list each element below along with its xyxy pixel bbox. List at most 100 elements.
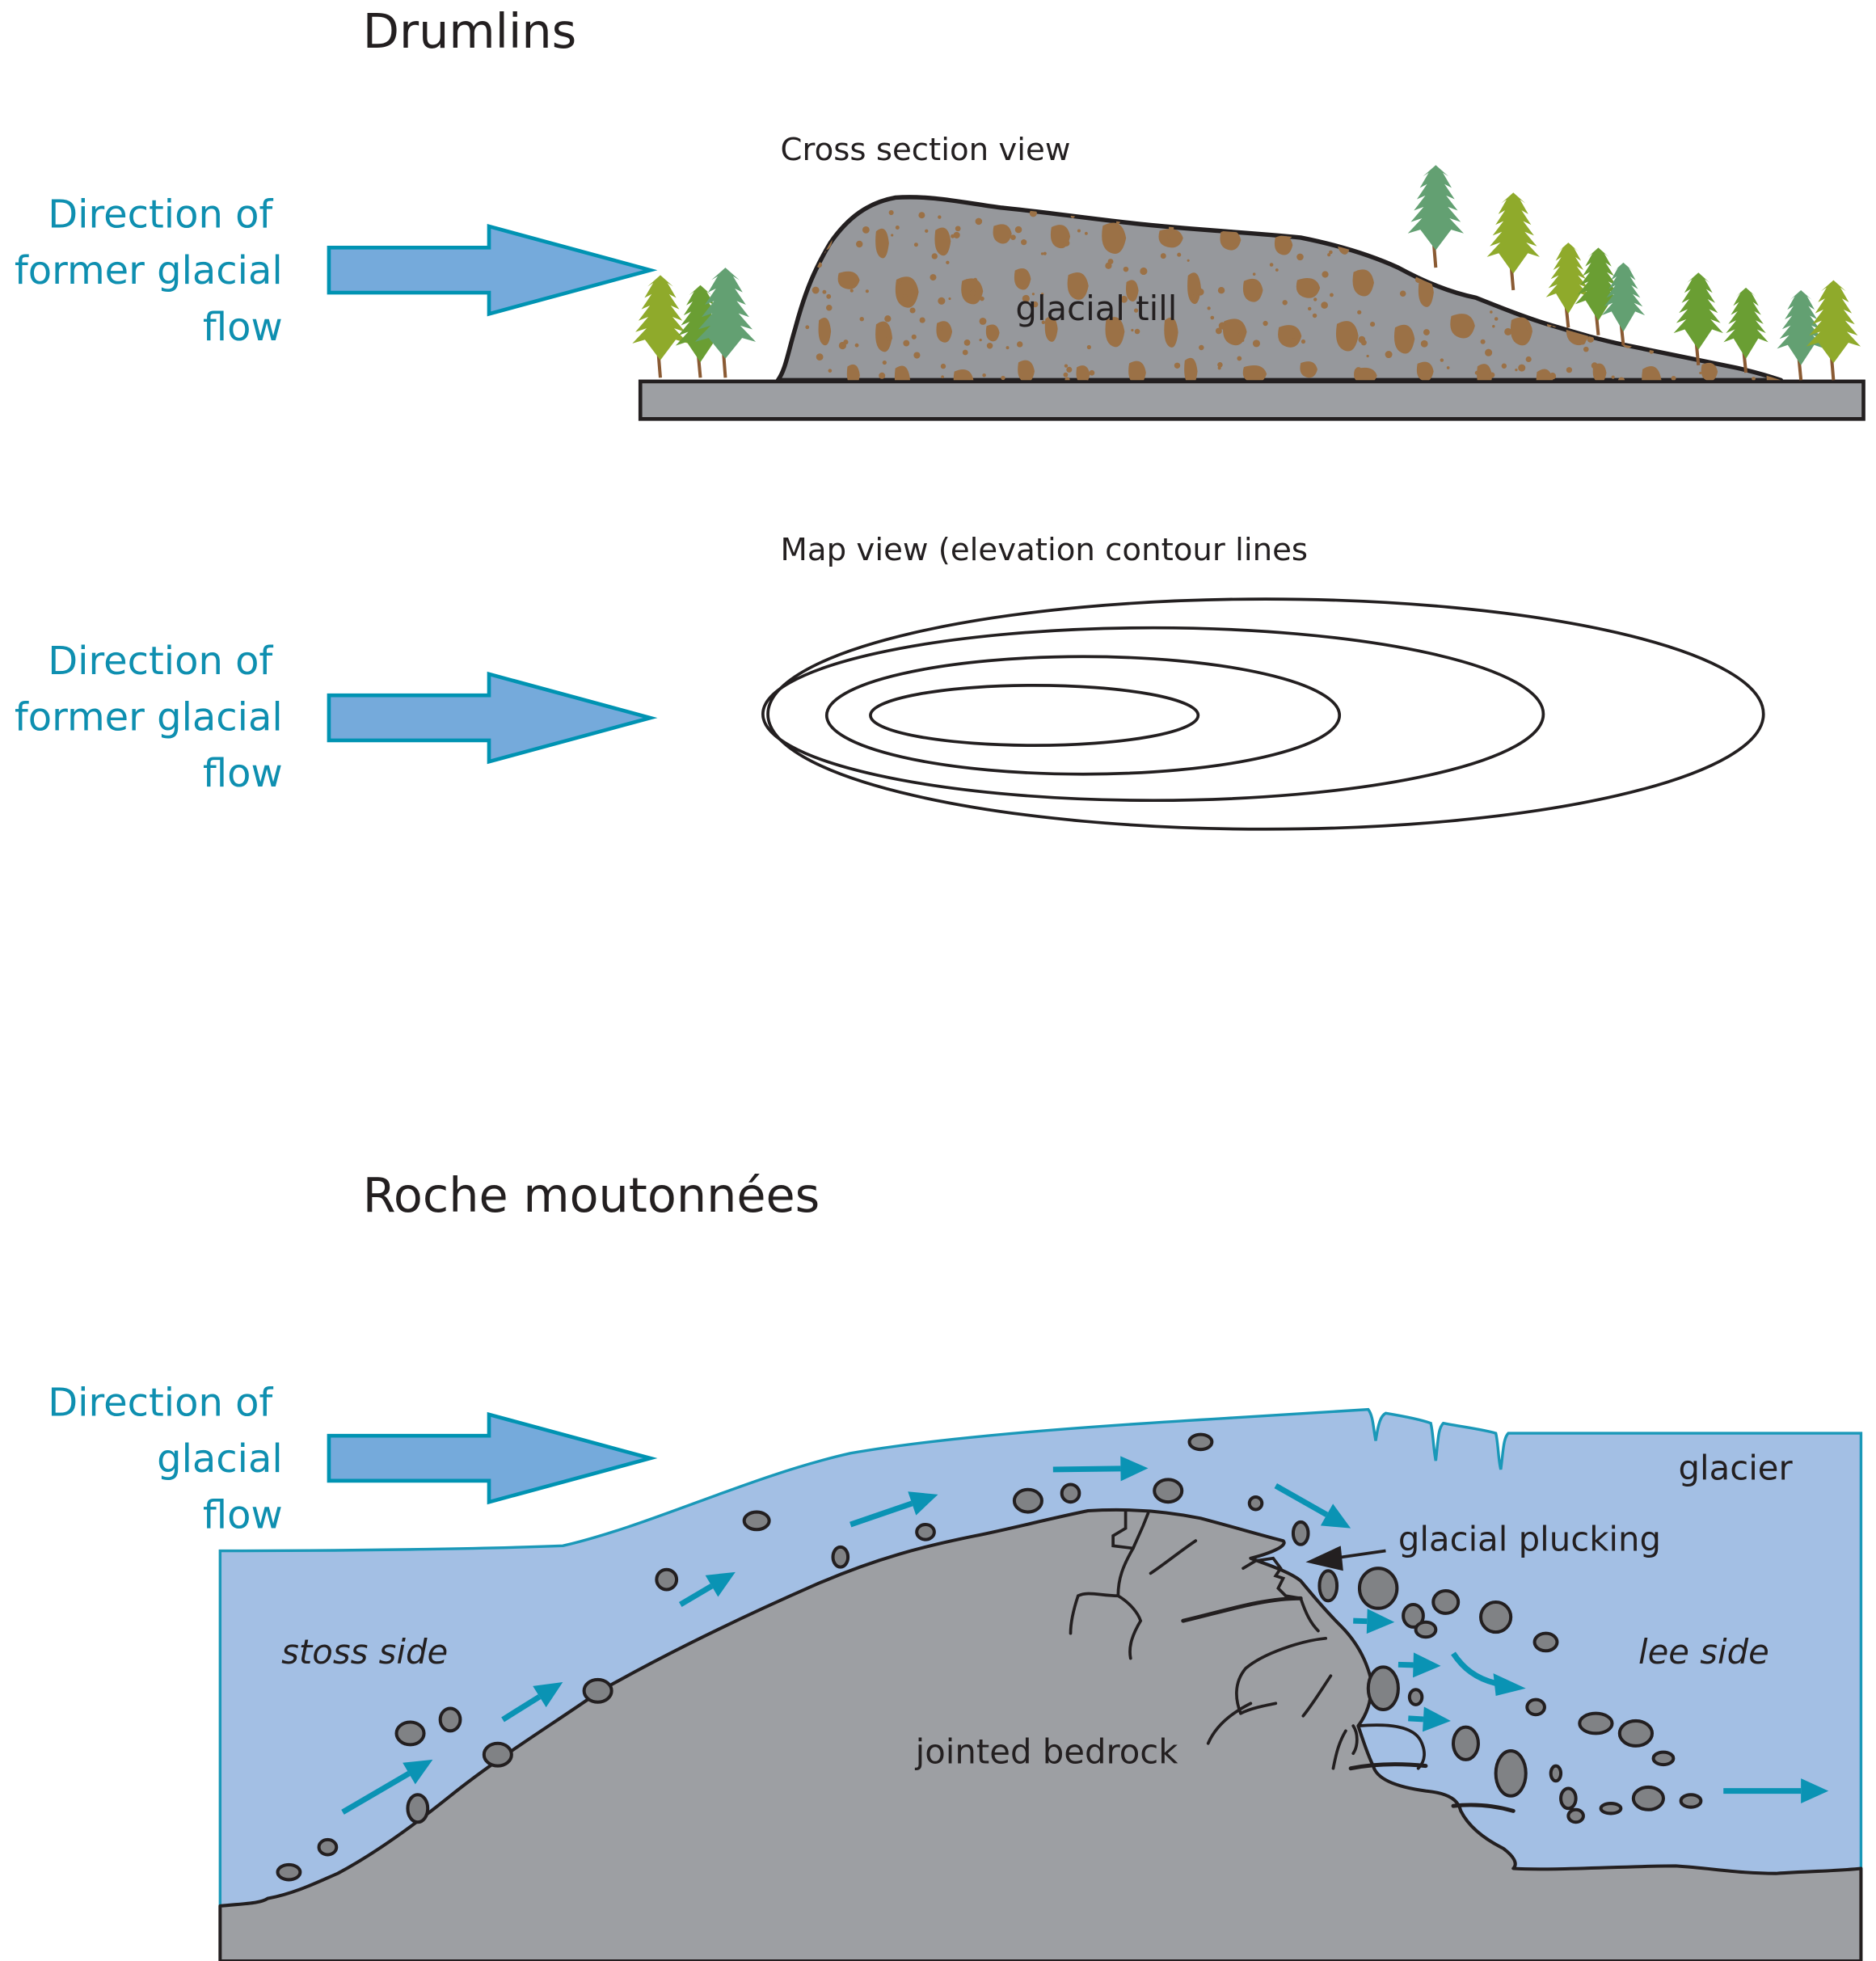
till-grain bbox=[1515, 368, 1518, 372]
till-grain bbox=[975, 217, 983, 226]
till-clast bbox=[1448, 234, 1467, 254]
till-grain bbox=[979, 338, 982, 342]
rock-fragment bbox=[1651, 1750, 1676, 1767]
till-grain bbox=[1084, 231, 1088, 235]
till-grain bbox=[1604, 221, 1608, 227]
till-grain bbox=[1659, 324, 1666, 331]
till-grain bbox=[1757, 288, 1765, 296]
till-grain bbox=[1252, 272, 1256, 276]
till-grain bbox=[1728, 358, 1734, 364]
till-grain bbox=[953, 231, 960, 239]
rock-fragment bbox=[1679, 1793, 1703, 1809]
till-grain bbox=[805, 325, 810, 330]
till-grain bbox=[1718, 226, 1723, 230]
pointer-head-icon bbox=[1305, 1546, 1343, 1571]
till-grain bbox=[930, 274, 937, 281]
till-grain bbox=[913, 242, 918, 247]
till-clast bbox=[1392, 226, 1406, 257]
till-clast bbox=[1184, 357, 1198, 381]
till-grain bbox=[1123, 266, 1129, 272]
flow-label-line-1: Direction of bbox=[48, 1380, 273, 1425]
till-clast bbox=[1450, 314, 1475, 339]
till-grain bbox=[1480, 339, 1486, 344]
till-grain bbox=[955, 226, 961, 232]
till-grain bbox=[812, 252, 816, 256]
ice-flow-arrow-icon bbox=[1408, 1706, 1451, 1732]
till-grain bbox=[1282, 300, 1288, 306]
till-clast bbox=[1187, 272, 1201, 305]
till-grain bbox=[962, 349, 968, 356]
stoss-side-label: stoss side bbox=[281, 1632, 448, 1672]
till-grain bbox=[911, 334, 917, 339]
till-clast bbox=[1018, 360, 1035, 381]
till-grain bbox=[816, 353, 824, 361]
tree-group bbox=[632, 165, 1861, 381]
till-grain bbox=[1237, 332, 1242, 337]
till-clast bbox=[1220, 230, 1242, 251]
till-grain bbox=[1215, 327, 1222, 335]
ice-flow-arrow-icon bbox=[849, 1491, 938, 1528]
rock-fragment bbox=[831, 1545, 850, 1569]
till-grain bbox=[843, 339, 849, 345]
till-grain bbox=[1648, 269, 1655, 276]
flow-direction-label-3: Direction of glacial flow bbox=[48, 1380, 283, 1537]
till-grain bbox=[1360, 242, 1367, 248]
till-grain bbox=[1659, 322, 1665, 328]
till-grain bbox=[1520, 289, 1524, 293]
till-grain bbox=[948, 297, 951, 301]
till-grain bbox=[1501, 363, 1507, 369]
till-grain bbox=[1420, 339, 1428, 348]
rock-fragment bbox=[1060, 1482, 1081, 1504]
roche-moutonnees-section: Roche moutonnées Direction of glacial fl… bbox=[48, 1167, 1863, 1961]
ice-flow-arrow-icon bbox=[1451, 1651, 1526, 1696]
ice-flow-arrow-icon bbox=[341, 1759, 433, 1815]
till-grain bbox=[854, 343, 859, 348]
till-clast bbox=[1223, 318, 1247, 346]
till-grain bbox=[1440, 358, 1444, 362]
till-grain bbox=[940, 363, 946, 369]
till-grain bbox=[951, 234, 955, 238]
till-clast bbox=[837, 271, 860, 289]
till-grain bbox=[1719, 270, 1725, 276]
till-grain bbox=[886, 335, 892, 341]
till-grain bbox=[883, 234, 888, 239]
till-grain bbox=[938, 215, 942, 219]
till-grain bbox=[878, 235, 882, 239]
till-grain bbox=[1423, 329, 1430, 335]
roche-moutonnees-title: Roche moutonnées bbox=[363, 1167, 820, 1223]
till-grain bbox=[909, 289, 915, 294]
till-grain bbox=[1517, 327, 1521, 331]
till-grain bbox=[826, 305, 833, 311]
till-clast bbox=[818, 317, 832, 346]
map-view-panel: Map view (elevation contour lines Direct… bbox=[15, 532, 1765, 831]
tree-icon bbox=[632, 275, 689, 378]
till-grain bbox=[1187, 259, 1190, 262]
till-grain bbox=[1640, 289, 1647, 297]
till-grain bbox=[1329, 250, 1333, 255]
flow-label-line-3: flow bbox=[203, 1493, 283, 1538]
till-clast bbox=[934, 227, 951, 256]
till-grain bbox=[1621, 252, 1626, 259]
till-grain bbox=[1191, 294, 1197, 301]
till-grain bbox=[1485, 348, 1493, 356]
glacier-label: glacier bbox=[1679, 1448, 1794, 1487]
cross-section-panel: Cross section view Direction of former g… bbox=[15, 132, 1865, 421]
tree-icon bbox=[1575, 247, 1622, 335]
till-grain bbox=[1245, 210, 1251, 217]
till-grain bbox=[1312, 313, 1317, 318]
till-grain bbox=[1206, 212, 1212, 217]
rock-fragment bbox=[1631, 1785, 1665, 1811]
tree-icon bbox=[694, 268, 757, 378]
till-grain bbox=[1269, 263, 1274, 267]
till-grain bbox=[1218, 322, 1226, 330]
till-grain bbox=[1177, 252, 1182, 257]
till-grain bbox=[1107, 259, 1114, 265]
till-grain bbox=[1617, 259, 1623, 265]
till-grain bbox=[1133, 308, 1139, 313]
till-grain bbox=[1549, 372, 1557, 380]
till-grain bbox=[1587, 335, 1594, 343]
till-grain bbox=[822, 289, 827, 294]
till-grain bbox=[891, 234, 894, 237]
till-grain bbox=[1617, 377, 1625, 381]
till-grain bbox=[982, 373, 986, 377]
